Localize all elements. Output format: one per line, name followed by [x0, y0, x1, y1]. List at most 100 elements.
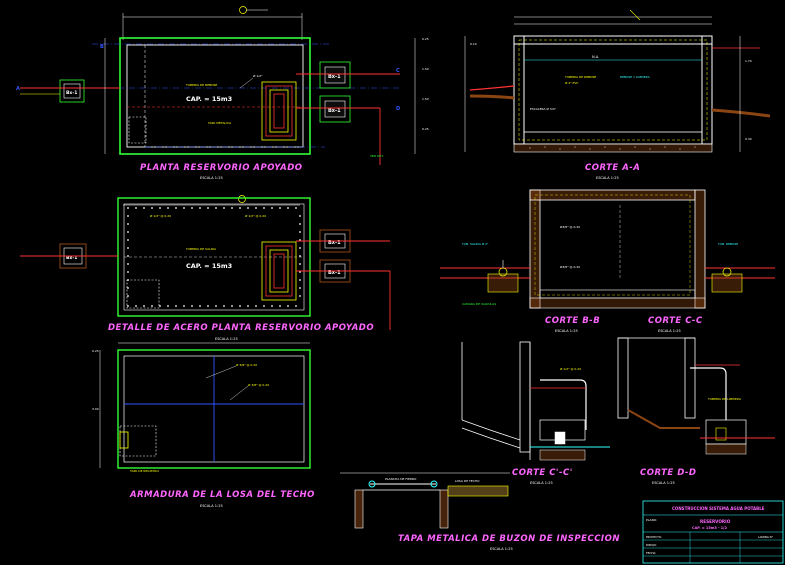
svg-text:Ø 2" PVC: Ø 2" PVC — [565, 80, 579, 85]
rebar-dot — [127, 247, 129, 249]
svg-text:CAMARA DE VALVULAS: CAMARA DE VALVULAS — [462, 302, 496, 306]
view-title: CORTE A-A — [585, 163, 640, 173]
svg-text:Ø3/8" @ 0.20: Ø3/8" @ 0.20 — [560, 264, 580, 269]
svg-text:TUBERIA DE SALIDA: TUBERIA DE SALIDA — [185, 247, 217, 251]
row-label: PROYECTO: — [646, 535, 662, 539]
svg-text:0.25: 0.25 — [422, 37, 429, 41]
lamina-label: LAMINA N° — [758, 535, 774, 539]
access-hatch — [128, 116, 147, 144]
view-scale: ESCALA 1:25 — [658, 329, 681, 333]
valve-box-label: Bx-1 — [66, 255, 77, 261]
rebar-dot — [151, 207, 153, 209]
rebar-dot — [255, 305, 257, 307]
svg-text:A: A — [16, 86, 20, 92]
gate-valve-icon — [722, 267, 732, 277]
rebar-dot — [175, 207, 177, 209]
rebar-dot — [279, 207, 281, 209]
svg-text:0.25: 0.25 — [92, 349, 99, 353]
rebar-dot — [223, 207, 225, 209]
corte-d-d: TUBERIA DE LIMPIEZA CORTE D-D ESCALA 1:2… — [617, 337, 775, 485]
valve-box-label: Bx-1 — [328, 74, 341, 80]
svg-text:TUBERIA DE REBOSE: TUBERIA DE REBOSE — [564, 75, 596, 79]
rebar-dot — [127, 223, 129, 225]
svg-text:LOSA DE TECHO: LOSA DE TECHO — [455, 479, 480, 483]
svg-text:0.25: 0.25 — [422, 127, 429, 131]
rebar-dot — [299, 223, 301, 225]
view-title: TAPA METALICA DE BUZON DE INSPECCION — [398, 534, 620, 544]
svg-text:B: B — [100, 44, 104, 50]
rebar-dot — [231, 207, 233, 209]
rebar-dot — [191, 207, 193, 209]
rebar-dot — [215, 207, 217, 209]
rebar-dot — [299, 247, 301, 249]
rebar-dot — [183, 207, 185, 209]
rebar-dot — [271, 207, 273, 209]
rebar-dot — [299, 255, 301, 257]
capacity-label: CAP. = 15m3 — [186, 262, 232, 270]
rebar-dot — [239, 305, 241, 307]
svg-text:PLANCHA DE FIERRO: PLANCHA DE FIERRO — [385, 477, 417, 481]
rebar-dot — [183, 305, 185, 307]
svg-text:N.A.: N.A. — [592, 55, 599, 59]
rebar-dot — [127, 239, 129, 241]
rebar-dot — [215, 305, 217, 307]
svg-text:TUB. REBOSE: TUB. REBOSE — [717, 242, 738, 246]
svg-text:TUBERIA DE REBOSE: TUBERIA DE REBOSE — [185, 83, 217, 87]
svg-text:Ø 3/8" @ 0.20: Ø 3/8" @ 0.20 — [248, 382, 269, 387]
rebar-dot — [135, 207, 137, 209]
rebar-dot — [135, 305, 137, 307]
svg-text:0.10: 0.10 — [470, 42, 477, 46]
rebar-dot — [247, 207, 249, 209]
tapa-metalica-buzon: PLANCHA DE FIERRO LOSA DE TECHO TAPA MET… — [340, 472, 620, 551]
rebar-dot — [299, 215, 301, 217]
rebar-dot — [143, 305, 145, 307]
detalle-acero-planta: CAP. = 15m3 Ø 1/2" @ 0.20 Ø 1/2" @ 0.20 … — [20, 195, 391, 341]
svg-text:Ø 1/2" @ 0.20: Ø 1/2" @ 0.20 — [245, 213, 266, 218]
capacity-label: CAP. = 15m3 — [186, 95, 232, 103]
view-title: CORTE B-B — [545, 316, 600, 326]
valve-box-label: Bx-1 — [66, 90, 77, 96]
hinge-icon — [368, 480, 376, 488]
svg-text:TUBERIA DE LIMPIEZA: TUBERIA DE LIMPIEZA — [707, 397, 742, 401]
section-marker-icon — [239, 6, 247, 14]
rebar-dot — [299, 295, 301, 297]
plano-label: PLANO: — [646, 518, 657, 522]
view-title: CORTE C-C — [648, 316, 703, 326]
rebar-dot — [159, 207, 161, 209]
rebar-dot — [127, 215, 129, 217]
gate-valve-icon — [554, 431, 566, 445]
svg-text:Ø 3/8" @ 0.20: Ø 3/8" @ 0.20 — [236, 362, 257, 367]
rebar-dot — [127, 271, 129, 273]
rebar-dot — [159, 305, 161, 307]
project-name: CONSTRUCCION SISTEMA AGUA POTABLE — [672, 506, 765, 511]
rebar-dot — [299, 279, 301, 281]
title-block: CONSTRUCCION SISTEMA AGUA POTABLE PLANO:… — [642, 500, 784, 564]
corte-b-b: Ø3/8" @ 0.20 Ø3/8" @ 0.20 TUB. SALIDA Ø … — [440, 189, 775, 333]
view-scale: ESCALA 1:25 — [652, 481, 675, 485]
reservoir-outer-wall — [119, 37, 311, 155]
rebar-dot — [295, 207, 297, 209]
svg-text:1.50: 1.50 — [422, 97, 429, 101]
view-scale: ESCALA 1:25 — [490, 547, 513, 551]
valve-box-label: Bx-1 — [328, 240, 341, 246]
rebar-dot — [167, 305, 169, 307]
svg-text:TAPA DE REGISTRO: TAPA DE REGISTRO — [129, 469, 159, 473]
view-scale: ESCALA 1:25 — [596, 176, 619, 180]
view-scale: ESCALA 1:25 — [200, 504, 223, 508]
view-title: PLANTA RESERVORIO APOYADO — [140, 163, 303, 173]
rebar-dot — [299, 287, 301, 289]
rebar-dot — [223, 305, 225, 307]
svg-text:TAPA METALICA: TAPA METALICA — [207, 121, 232, 125]
armadura-losa-techo: Ø 3/8" @ 0.20 Ø 3/8" @ 0.20 TAPA DE REGI… — [92, 342, 314, 508]
valve-box-label: Bx-1 — [328, 108, 341, 114]
rebar-dot — [299, 231, 301, 233]
svg-text:C: C — [396, 68, 400, 74]
rebar-dot — [199, 305, 201, 307]
view-scale: ESCALA 1:25 — [215, 337, 238, 341]
rebar-dot — [143, 207, 145, 209]
svg-text:3.00: 3.00 — [92, 407, 99, 411]
drawing-name: RESERVORIO — [700, 519, 731, 524]
hinge-icon — [430, 480, 438, 488]
rebar-dot — [299, 271, 301, 273]
